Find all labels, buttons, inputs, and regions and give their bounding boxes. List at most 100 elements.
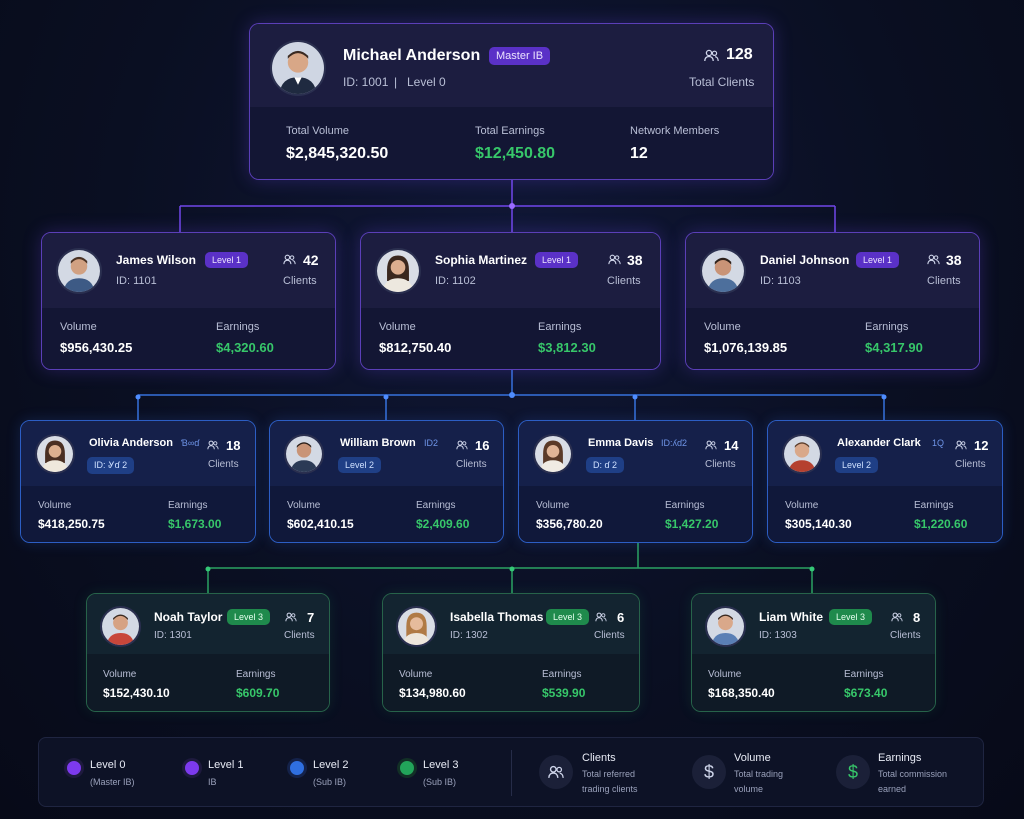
level1-dot xyxy=(185,761,199,775)
earnings-label: Earnings xyxy=(865,321,909,333)
client-count-label: Clients xyxy=(955,459,986,470)
node-name: Michael Anderson xyxy=(343,47,481,64)
earnings-value: $3,812.30 xyxy=(538,340,596,355)
earnings-label: Earnings xyxy=(665,500,705,511)
client-count-label: Clients xyxy=(456,459,487,470)
node-name: James Wilson xyxy=(116,253,196,267)
earnings-value: $539.90 xyxy=(542,686,586,700)
earnings-label: Earnings xyxy=(538,321,582,333)
volume-label: Volume xyxy=(379,321,416,333)
level2-node-card[interactable]: Emma Davis ID:ʎɗ2 D: ɗ 2 14 Clients Volu… xyxy=(518,420,753,543)
client-count-label: Clients xyxy=(927,275,961,287)
node-id: ID: 1102 xyxy=(435,275,476,287)
volume-value: $152,430.10 xyxy=(103,686,170,700)
people-icon xyxy=(705,440,717,450)
earnings-label: Total Earnings xyxy=(475,125,545,137)
people-icon xyxy=(927,254,940,265)
level-badge: ID: Ꮍɗ 2 xyxy=(87,457,135,474)
node-tag: 1Q xyxy=(932,438,945,448)
node-name: William Brown xyxy=(340,437,416,449)
earnings-value: $2,409.60 xyxy=(416,517,470,531)
people-icon xyxy=(955,440,967,450)
level2-node-card[interactable]: Alexander Clark 1Q Level 2 12 Clients Vo… xyxy=(767,420,1003,543)
client-count-label: Clients xyxy=(890,630,921,641)
members-label: Network Members xyxy=(630,125,720,137)
legend-panel: Level 0 (Master IB) Level 1 IB Level 2 (… xyxy=(38,737,984,807)
level2-node-card[interactable]: Olivia Anderson Ɓ∞ɗ ID: Ꮍɗ 2 18 Clients … xyxy=(20,420,256,543)
level-badge: D: ɗ 2 xyxy=(586,457,625,473)
level2-dot xyxy=(290,761,304,775)
legend-clients-line1: Total referred xyxy=(582,769,636,779)
avatar xyxy=(56,248,102,294)
legend-level2-sub: (Sub IB) xyxy=(313,777,347,787)
node-name: Olivia Anderson xyxy=(89,437,173,449)
level-badge: Level 1 xyxy=(856,252,900,268)
avatar xyxy=(782,434,822,474)
earnings-value: $609.70 xyxy=(236,686,280,700)
node-name: Sophia Martinez xyxy=(435,253,528,267)
client-count: 128 xyxy=(726,46,753,63)
volume-value: $305,140.30 xyxy=(785,517,852,531)
volume-value: $356,780.20 xyxy=(536,517,603,531)
volume-label: Volume xyxy=(399,669,433,680)
earnings-label: Earnings xyxy=(542,669,582,680)
legend-level1-sub: IB xyxy=(208,777,217,787)
level-badge: Level 3 xyxy=(546,609,590,625)
client-count-label: Total Clients xyxy=(689,75,755,89)
client-count: 16 xyxy=(475,438,490,453)
avatar xyxy=(533,434,573,474)
dollar-icon: $ xyxy=(836,755,870,789)
node-name: Liam White xyxy=(759,610,824,624)
earnings-value: $4,320.60 xyxy=(216,340,274,355)
client-count-label: Clients xyxy=(208,459,239,470)
level-badge: Level 3 xyxy=(829,609,873,625)
legend-level3-title: Level 3 xyxy=(423,759,459,771)
separator: | xyxy=(394,75,398,89)
level1-node-card[interactable]: James Wilson Level 1 ID: 1101 42 Clients… xyxy=(41,232,336,370)
earnings-value: $1,673.00 xyxy=(168,517,222,531)
level2-node-card[interactable]: William Brown ID2 Level 2 16 Clients Vol… xyxy=(269,420,504,543)
avatar xyxy=(375,248,421,294)
volume-label: Volume xyxy=(536,500,570,511)
level3-node-card[interactable]: Noah Taylor Level 3 ID: 1301 7 Clients V… xyxy=(86,593,330,712)
node-name: Emma Davis xyxy=(588,437,654,449)
earnings-label: Earnings xyxy=(914,500,954,511)
avatar xyxy=(35,434,75,474)
people-icon xyxy=(539,755,573,789)
volume-label: Volume xyxy=(708,669,742,680)
people-icon xyxy=(285,612,297,622)
earnings-value: $673.40 xyxy=(844,686,888,700)
node-tag: ID:ʎɗ2 xyxy=(661,438,688,448)
client-count-label: Clients xyxy=(607,275,641,287)
client-count: 38 xyxy=(627,252,643,268)
level3-node-card[interactable]: Liam White Level 3 ID: 1303 8 Clients Vo… xyxy=(691,593,936,712)
client-count: 7 xyxy=(307,610,315,625)
level-badge: Level 2 xyxy=(835,457,879,473)
legend-level0-sub: (Master IB) xyxy=(90,777,135,787)
client-count-label: Clients xyxy=(705,459,736,470)
volume-value: $168,350.40 xyxy=(708,686,775,700)
legend-volume-title: Volume xyxy=(734,752,771,764)
node-id: ID: 1302 xyxy=(450,630,488,641)
level1-node-card[interactable]: Daniel Johnson Level 1 ID: 1103 38 Clien… xyxy=(685,232,980,370)
level3-node-card[interactable]: Isabella Thomas Level 3 ID: 1302 6 Clien… xyxy=(382,593,640,712)
client-count: 42 xyxy=(303,252,319,268)
volume-label: Volume xyxy=(785,500,819,511)
level1-node-card[interactable]: Sophia Martinez Level 1 ID: 1102 38 Clie… xyxy=(360,232,661,370)
client-count: 14 xyxy=(724,438,739,453)
volume-label: Total Volume xyxy=(286,125,349,137)
client-count: 12 xyxy=(974,438,989,453)
volume-label: Volume xyxy=(287,500,321,511)
people-icon xyxy=(595,612,607,622)
legend-level1-title: Level 1 xyxy=(208,759,244,771)
legend-volume-line1: Total trading xyxy=(734,769,784,779)
volume-label: Volume xyxy=(60,321,97,333)
node-level: Level 0 xyxy=(407,75,446,89)
volume-label: Volume xyxy=(103,669,137,680)
node-id: ID: 1101 xyxy=(116,275,157,287)
people-icon xyxy=(704,49,719,62)
client-count: 38 xyxy=(946,252,962,268)
root-node-card[interactable]: Michael Anderson Master IB ID: 1001 | Le… xyxy=(249,23,774,180)
node-name: Noah Taylor xyxy=(154,610,223,624)
